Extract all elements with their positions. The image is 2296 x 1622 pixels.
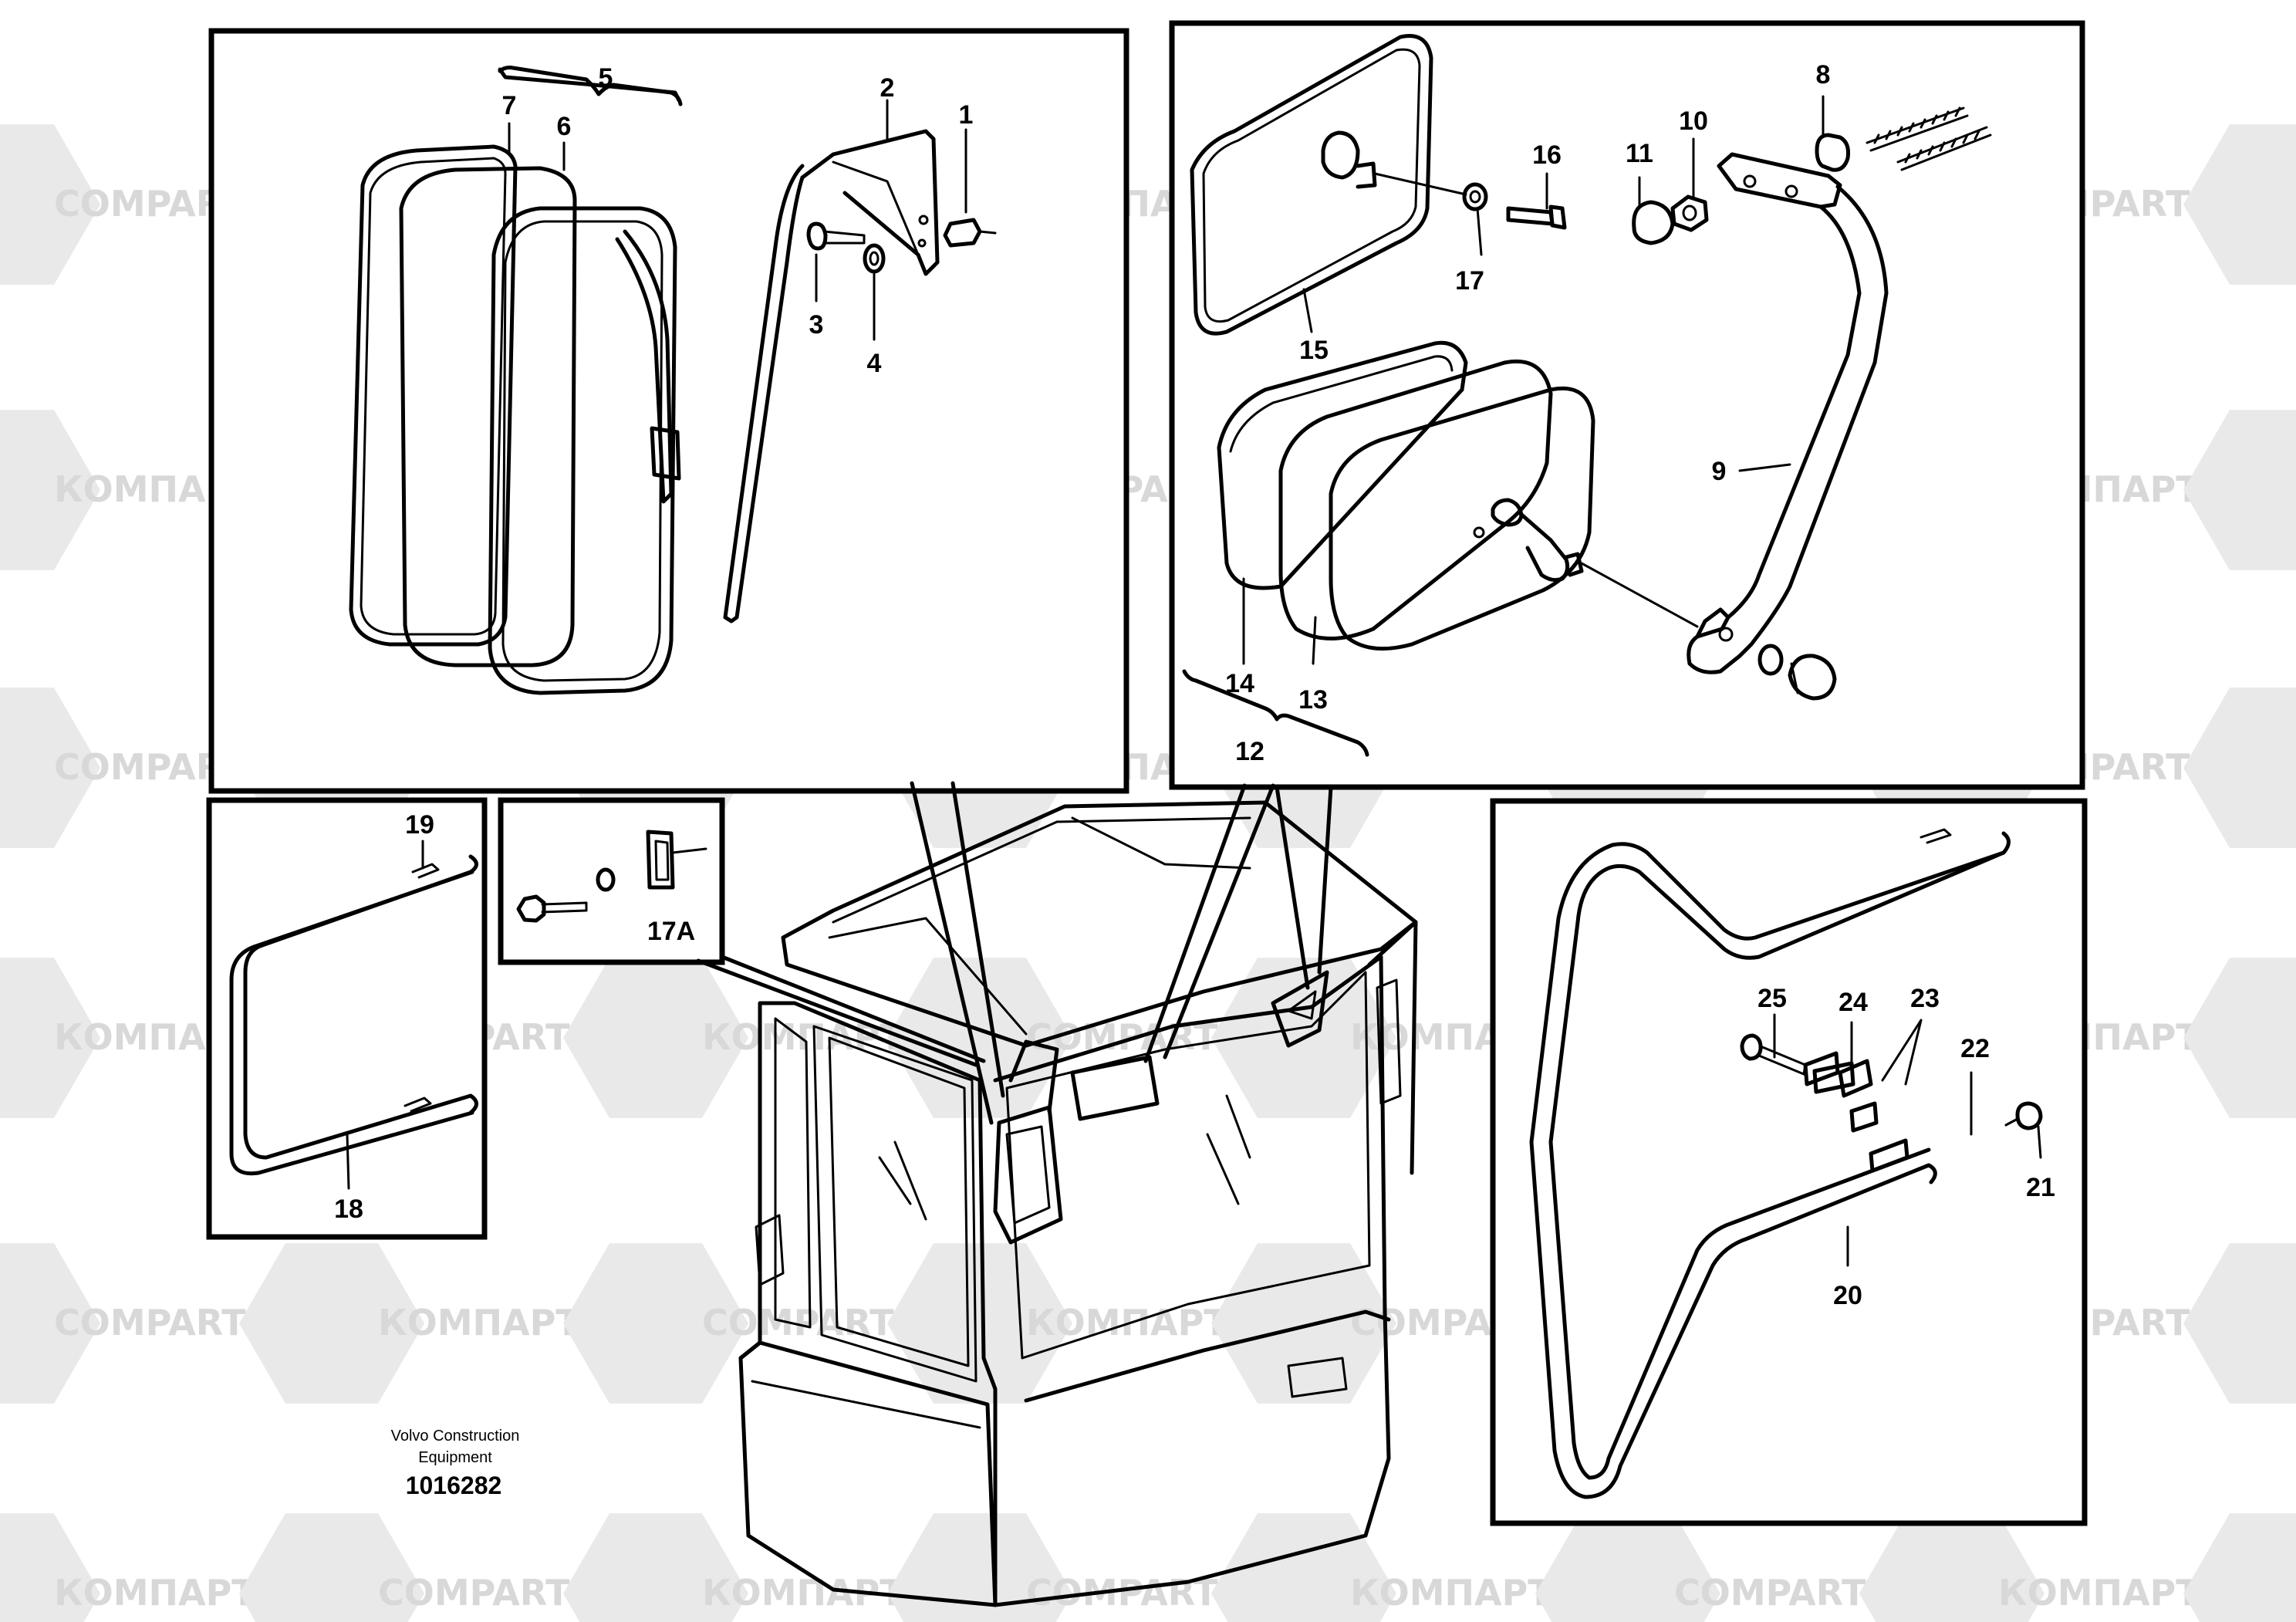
detail-panel-20-25 xyxy=(1490,798,2088,1526)
callout-labels: 1 2 3 4 5 6 7 8 9 10 11 12 13 14 15 16 1… xyxy=(334,60,2055,1310)
bolt-plate-parts xyxy=(516,830,707,923)
watermark-hexagon xyxy=(887,1513,1072,1622)
callout-22: 22 xyxy=(1960,1034,1990,1063)
credit-line-2: Equipment xyxy=(418,1449,492,1466)
callout-16: 16 xyxy=(1532,140,1562,170)
callout-4: 4 xyxy=(867,349,882,378)
callout-15: 15 xyxy=(1299,336,1329,365)
callout-21: 21 xyxy=(2026,1173,2055,1202)
part-leaders xyxy=(346,95,2042,1267)
watermark-hexagon xyxy=(1211,1243,1396,1404)
callout-19: 19 xyxy=(405,810,434,840)
callout-11: 11 xyxy=(1626,139,1653,168)
leader-lines xyxy=(696,781,1333,1125)
watermark-text: COMPART xyxy=(702,1302,894,1343)
callout-12: 12 xyxy=(1235,737,1264,766)
callout-17a: 17A xyxy=(647,917,695,946)
watermark-hexagon xyxy=(2183,124,2296,285)
watermark-hexagon xyxy=(0,1243,100,1404)
watermark-hexagon xyxy=(2183,1243,2296,1404)
watermark-text: КОМПАРТ xyxy=(1998,1572,2200,1614)
watermark-hexagon xyxy=(563,1513,748,1622)
watermark-hexagon xyxy=(1859,1513,2044,1622)
watermark-hexagon xyxy=(0,1513,100,1622)
watermark-hexagon xyxy=(0,124,100,285)
callout-7: 7 xyxy=(502,91,517,120)
callout-9: 9 xyxy=(1712,457,1727,486)
watermark-text: КОМПАРТ xyxy=(1026,1302,1228,1343)
callout-23: 23 xyxy=(1910,984,1940,1013)
watermark-hexagon xyxy=(2183,688,2296,848)
callout-2: 2 xyxy=(880,73,895,103)
callout-17: 17 xyxy=(1455,266,1484,296)
watermark-hexagon xyxy=(2183,958,2296,1118)
callout-6: 6 xyxy=(557,112,572,141)
callout-5: 5 xyxy=(599,63,613,93)
callout-13: 13 xyxy=(1298,685,1328,715)
watermark-hexagon xyxy=(2183,1513,2296,1622)
watermark-hexagon xyxy=(563,1243,748,1404)
credit-line-1: Volvo Construction xyxy=(391,1428,520,1445)
watermark-text: КОМПАРТ xyxy=(378,1302,580,1343)
right-mirror-parts xyxy=(1190,34,1992,701)
watermark-text: COMPART xyxy=(378,1572,570,1614)
callout-14: 14 xyxy=(1225,669,1254,698)
watermark-text: КОМПАРТ xyxy=(702,1016,904,1058)
watermark-hexagon xyxy=(2183,410,2296,570)
detail-panel-18-19 xyxy=(206,797,488,1240)
detail-panel-right-mirror xyxy=(1169,20,2085,790)
manufacturer-credit: Volvo Construction Equipment 1016282 xyxy=(391,1428,520,1499)
callout-25: 25 xyxy=(1757,984,1787,1013)
watermark-text: КОМПАРТ xyxy=(1350,1572,1552,1614)
callout-10: 10 xyxy=(1679,106,1708,136)
callout-8: 8 xyxy=(1816,60,1831,90)
watermark-hexagon xyxy=(239,1243,424,1404)
callout-18: 18 xyxy=(334,1195,363,1224)
watermark-text: COMPART xyxy=(54,1302,246,1343)
watermark-text: КОМПАРТ xyxy=(54,1572,256,1614)
watermark-hexagon xyxy=(239,1513,424,1622)
watermark-hexagon xyxy=(0,688,100,848)
cab-illustration xyxy=(738,800,1418,1607)
callout-3: 3 xyxy=(809,310,824,340)
watermark-hexagon xyxy=(0,958,100,1118)
watermark-hexagon xyxy=(887,958,1072,1118)
watermark-text: COMPART xyxy=(1026,1572,1218,1614)
watermark-text: COMPART xyxy=(1674,1572,1866,1614)
watermark-hexagon xyxy=(563,958,748,1118)
callout-24: 24 xyxy=(1838,988,1868,1017)
left-mirror-parts xyxy=(349,67,997,695)
callout-20: 20 xyxy=(1833,1281,1862,1310)
watermark-hexagon xyxy=(887,1243,1072,1404)
watermark-hexagon xyxy=(1535,1513,1720,1622)
callout-1: 1 xyxy=(959,100,974,130)
watermark-hexagon xyxy=(0,410,100,570)
handrail-parts xyxy=(1529,828,2043,1499)
document-number: 1016282 xyxy=(406,1472,502,1499)
group-braces xyxy=(498,66,1369,757)
